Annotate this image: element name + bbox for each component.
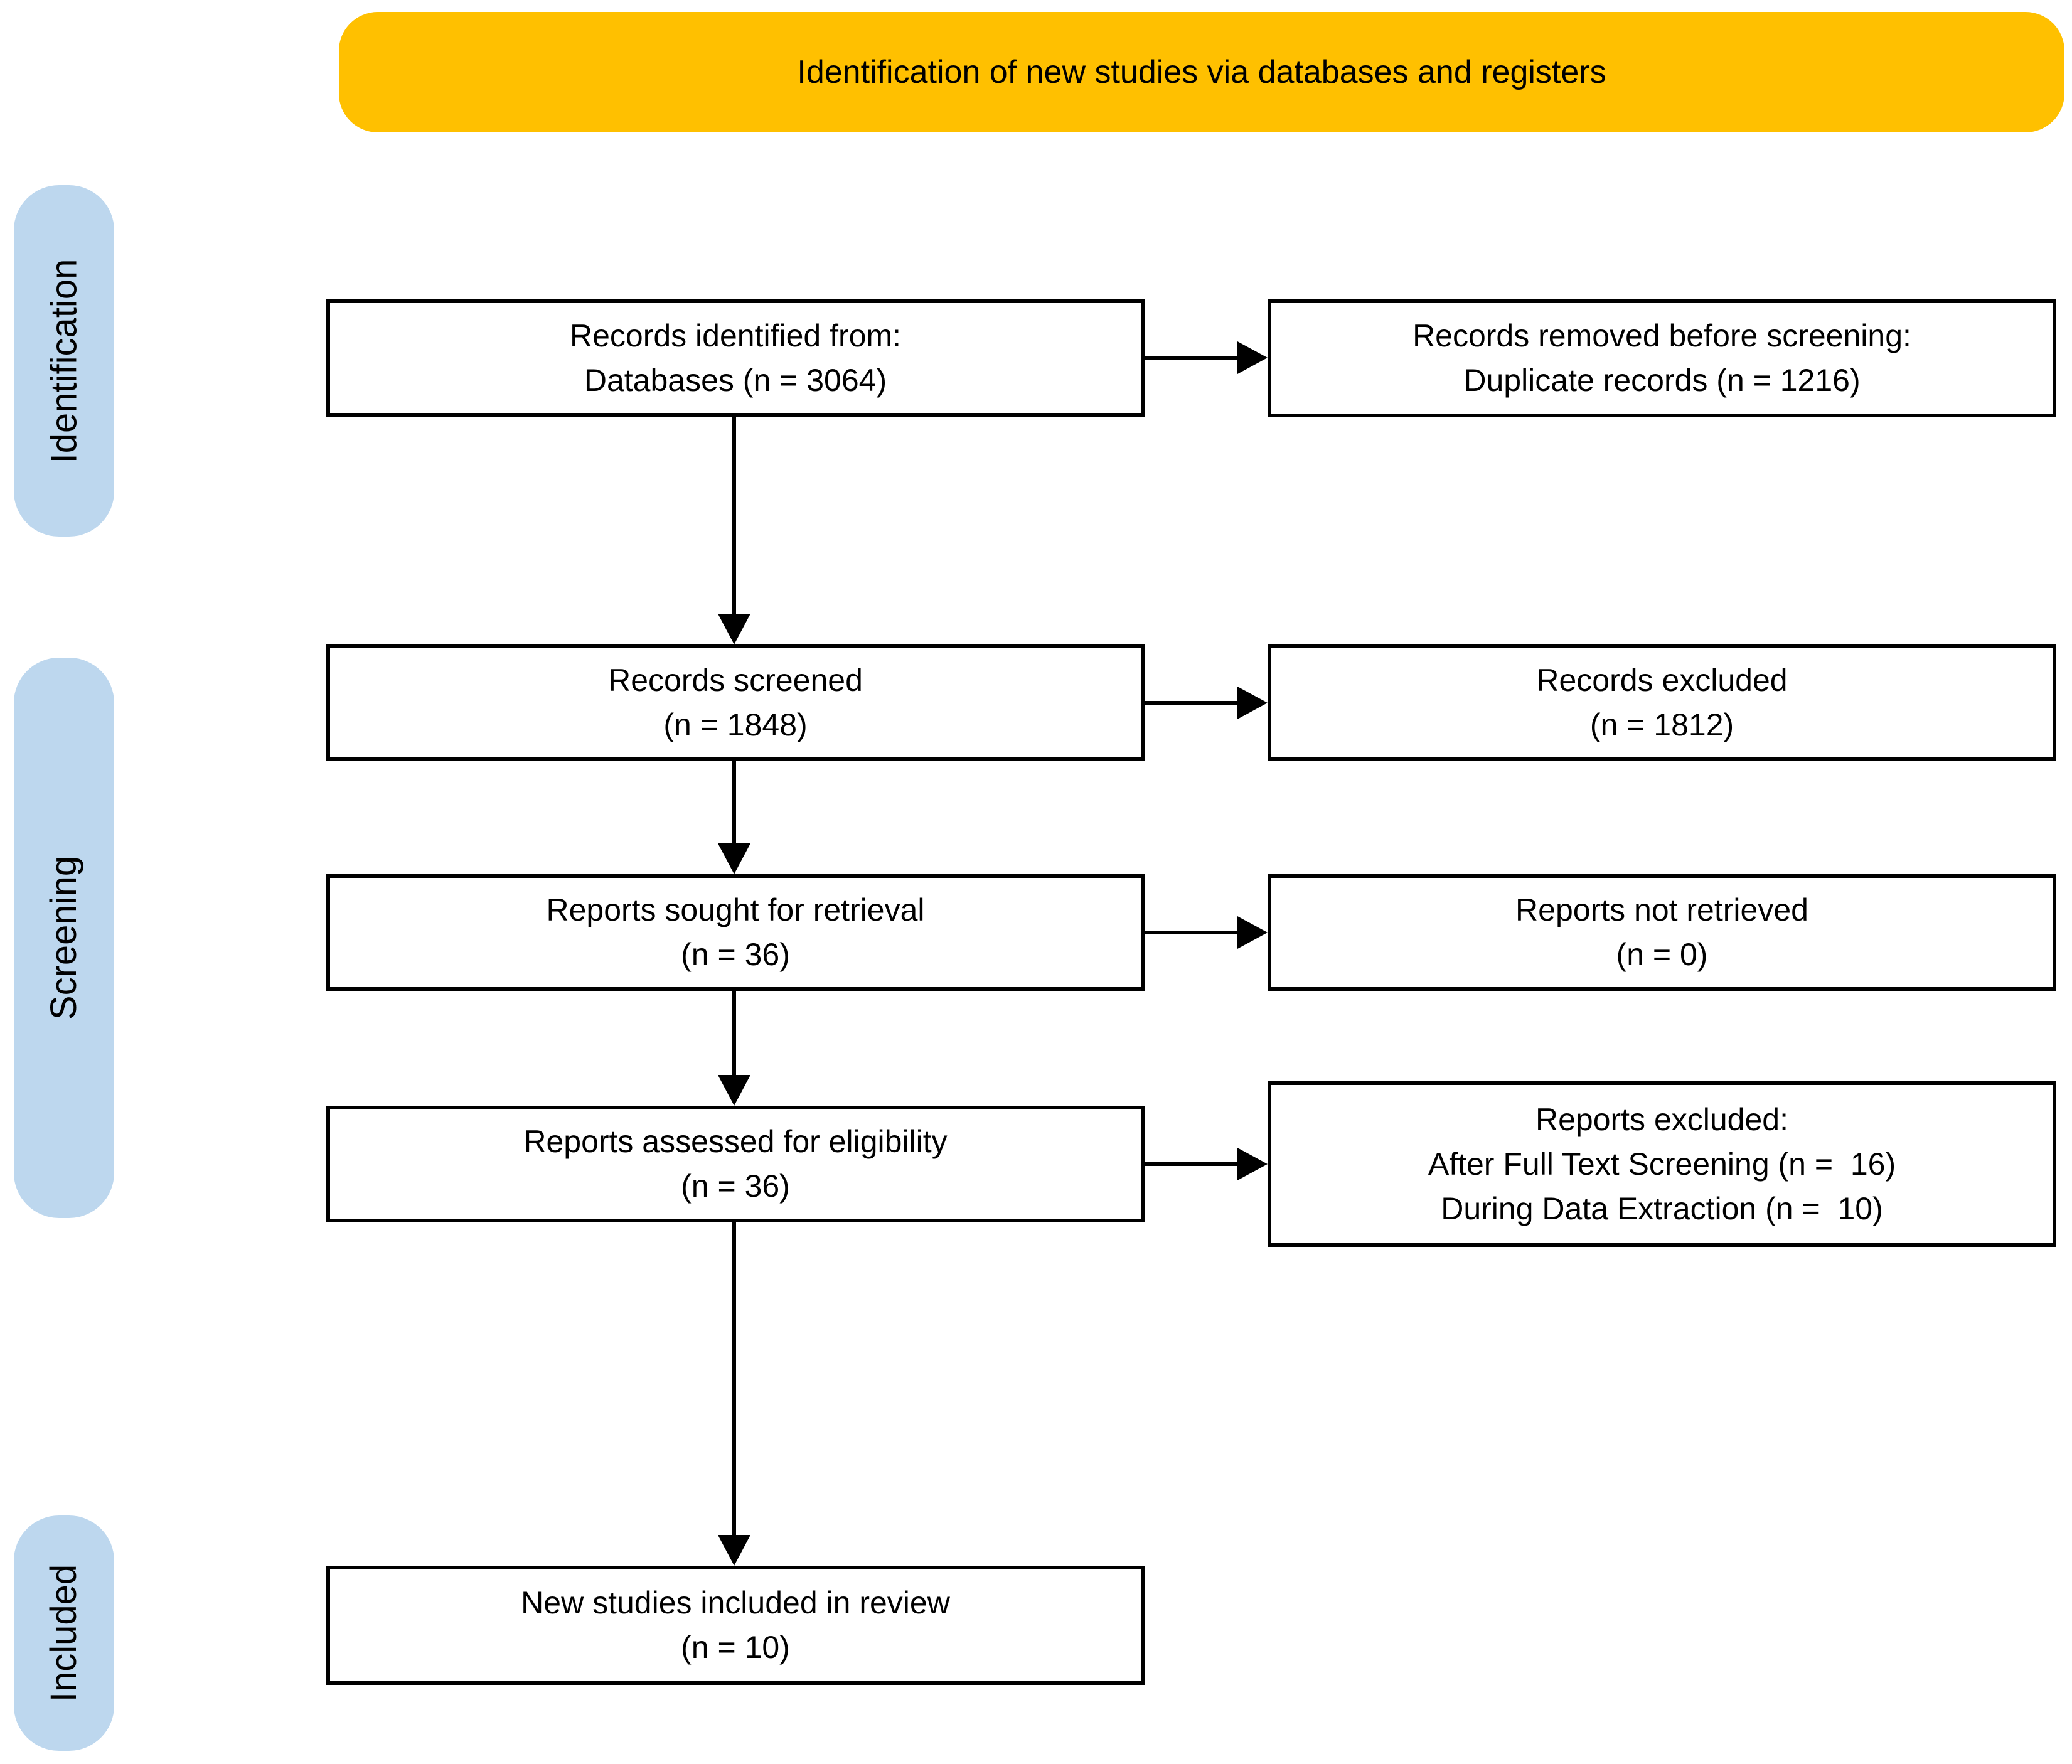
stage-pill-screening: Screening: [14, 658, 114, 1218]
flow-box-records-removed: Records removed before screening: Duplic…: [1268, 299, 2056, 417]
flow-box-new-studies-included: New studies included in review (n = 10): [326, 1566, 1145, 1685]
flow-box-reports-not-retrieved-text: Reports not retrieved (n = 0): [1515, 892, 1808, 972]
flow-box-records-screened-text: Records screened (n = 1848): [608, 663, 863, 742]
arrow-down-4-head: [718, 1535, 750, 1566]
arrow-down-1-head: [718, 614, 750, 644]
arrow-down-2-head: [718, 843, 750, 874]
flow-box-reports-excluded: Reports excluded: After Full Text Screen…: [1268, 1081, 2056, 1247]
stage-pill-identification: Identification: [14, 185, 114, 537]
flow-box-reports-sought: Reports sought for retrieval (n = 36): [326, 874, 1145, 991]
flow-box-reports-sought-text: Reports sought for retrieval (n = 36): [546, 892, 925, 972]
flow-box-records-screened: Records screened (n = 1848): [326, 644, 1145, 761]
flow-box-reports-not-retrieved: Reports not retrieved (n = 0): [1268, 874, 2056, 991]
banner: Identification of new studies via databa…: [339, 12, 2064, 132]
flow-box-records-identified-text: Records identified from: Databases (n = …: [569, 318, 901, 398]
flow-box-reports-excluded-text: Reports excluded: After Full Text Screen…: [1428, 1101, 1896, 1226]
arrow-right-3-head: [1237, 916, 1268, 949]
arrow-right-2-head: [1237, 687, 1268, 719]
flow-box-records-removed-text: Records removed before screening: Duplic…: [1412, 318, 1911, 398]
arrow-down-3-head: [718, 1075, 750, 1106]
arrow-right-1-head: [1237, 341, 1268, 374]
flow-box-new-studies-included-text: New studies included in review (n = 10): [521, 1585, 950, 1665]
banner-title: Identification of new studies via databa…: [797, 54, 1606, 90]
flow-box-reports-assessed: Reports assessed for eligibility (n = 36…: [326, 1106, 1145, 1222]
flow-box-reports-assessed-text: Reports assessed for eligibility (n = 36…: [523, 1124, 948, 1204]
arrow-right-4-head: [1237, 1148, 1268, 1180]
flow-box-records-identified: Records identified from: Databases (n = …: [326, 299, 1145, 417]
flow-box-records-excluded: Records excluded (n = 1812): [1268, 644, 2056, 761]
flow-box-records-excluded-text: Records excluded (n = 1812): [1536, 663, 1788, 742]
stage-pill-included: Included: [14, 1515, 114, 1751]
